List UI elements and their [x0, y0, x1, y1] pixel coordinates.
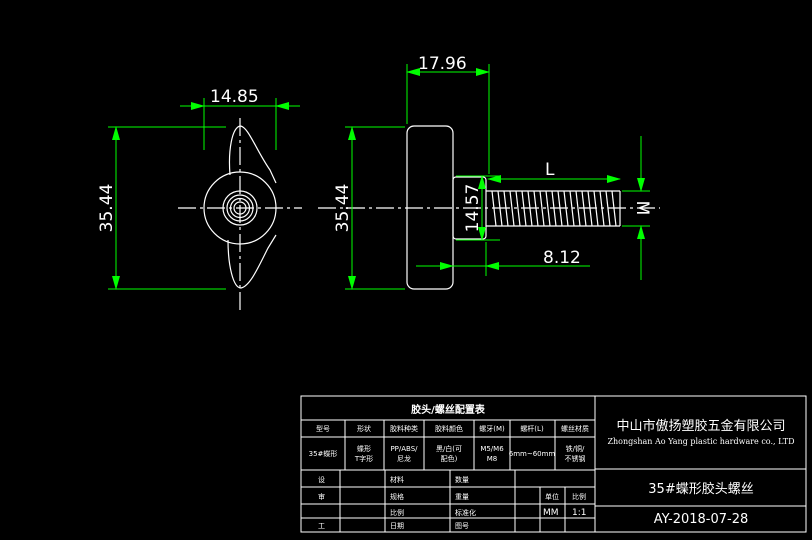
wing-outline [227, 125, 277, 289]
company-name-cn: 中山市傲扬塑胶五金有限公司 [616, 418, 785, 434]
lower-label-8: 图号 [455, 522, 469, 530]
screw-dimensions [345, 64, 650, 290]
table-header-4: 螺牙(M) [479, 424, 505, 433]
thread-line [509, 190, 515, 227]
table-title: 胶头/螺丝配置表 [411, 403, 486, 416]
lower-left-3: 工 [318, 522, 325, 530]
unit-label: 单位 [545, 492, 559, 501]
lower-label-2: 规格 [390, 492, 404, 501]
table-header-1: 形状 [357, 424, 371, 433]
lower-label-4: 重量 [455, 493, 469, 501]
lower-left-2: 审 [318, 492, 325, 501]
dim-thread: M [632, 201, 652, 216]
thread-line [575, 190, 581, 227]
screw-side-view [318, 125, 660, 290]
drawing-number: AY-2018-07-28 [654, 512, 749, 527]
scale-label: 比例 [572, 492, 586, 501]
table-cell-2: 尼龙 [397, 454, 411, 463]
lower-label-5: 比例 [390, 508, 404, 517]
dim-neck-length: 8.12 [543, 248, 581, 268]
table-header-5: 螺杆(L) [520, 424, 544, 433]
table-cell-5: 6mm~60mm [509, 450, 556, 458]
table-header-6: 螺丝材质 [561, 424, 589, 433]
lower-label-1: 材料 [390, 475, 404, 484]
table-cell-4: M8 [487, 455, 498, 463]
table-cell-4: M5/M6 [480, 445, 504, 453]
table-cell-3: 配色) [441, 454, 458, 463]
lower-label-3: 数量 [455, 475, 469, 484]
table-header-0: 型号 [316, 424, 330, 433]
lower-left-1: 设 [318, 475, 325, 484]
table-cell-6: 铁/铜/ [566, 444, 585, 453]
unit-value: MM [543, 508, 559, 518]
table-cell-3: 黑/白(可 [436, 444, 462, 453]
company-name-en: Zhongshan Ao Yang plastic hardware co., … [607, 437, 794, 446]
table-headers: 型号 形状 胶料种类 胶料颜色 螺牙(M) 螺杆(L) 螺丝材质 [316, 424, 589, 433]
table-cell-6: 不锈钢 [565, 454, 586, 463]
thread-line [545, 190, 551, 227]
table-cell-1: 蝶形 [357, 444, 371, 453]
wing-dimensions [108, 98, 300, 290]
part-name: 35#蝶形胶头螺丝 [648, 481, 753, 497]
dim-screw-length: L [545, 160, 555, 180]
thread-line [515, 190, 521, 227]
lower-label-6: 标准化 [455, 508, 476, 517]
wing-front-view [178, 118, 302, 310]
lower-label-7: 日期 [390, 522, 404, 530]
dim-head-length: 17.96 [418, 54, 467, 74]
table-cell-2: PP/ABS/ [390, 445, 418, 453]
table-cell-0: 35#蝶形 [309, 449, 338, 458]
table-header-3: 胶料颜色 [435, 424, 463, 433]
thread-line [539, 190, 545, 227]
title-block [300, 395, 807, 533]
table-header-2: 胶料种类 [390, 424, 418, 433]
scale-value: 1:1 [572, 508, 586, 518]
table-cell-1: T字形 [354, 454, 373, 463]
dim-wing-width: 14.85 [210, 87, 259, 107]
dim-side-height: 35.44 [333, 184, 353, 233]
dim-wing-height: 35.44 [97, 184, 117, 233]
dim-neck-diameter: 14.57 [463, 184, 483, 233]
